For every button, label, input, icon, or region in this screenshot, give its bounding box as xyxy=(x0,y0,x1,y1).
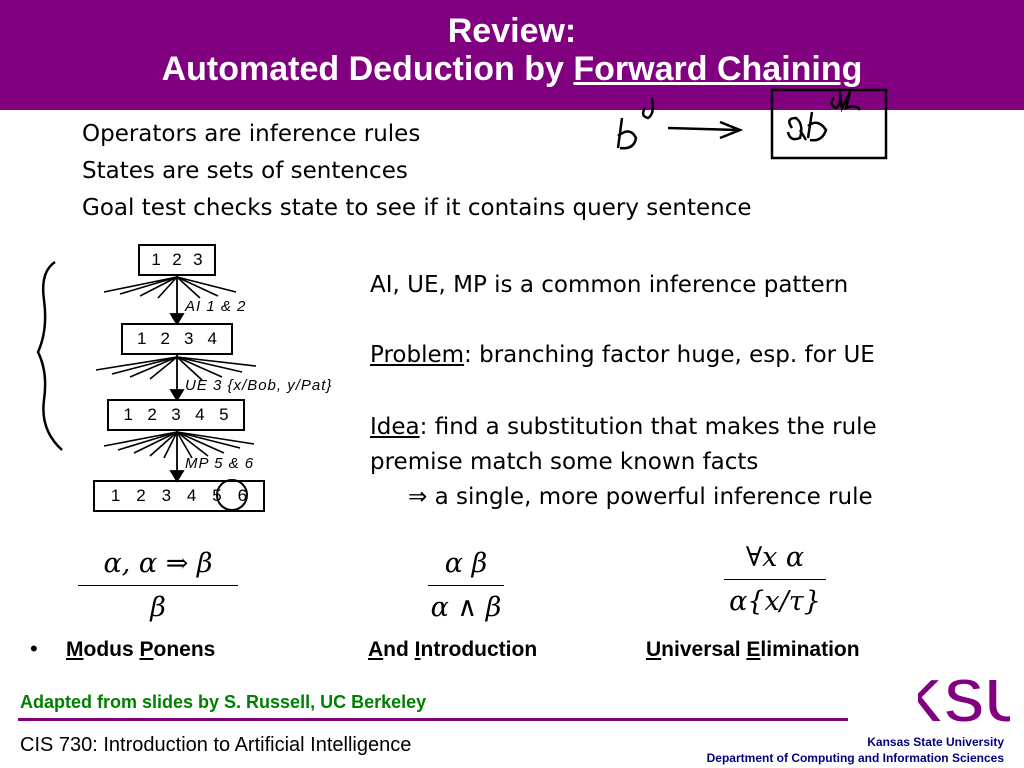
branch-fan-2 xyxy=(95,356,257,381)
bullet-item: States are sets of sentences xyxy=(82,158,408,184)
pattern-text: AI, UE, MP is a common inference pattern xyxy=(370,272,849,298)
credit-line: Adapted from slides by S. Russell, UC Be… xyxy=(20,692,427,712)
idea-line3: ⇒ a single, more powerful inference rule xyxy=(408,484,873,510)
idea-line2: premise match some known facts xyxy=(370,449,759,475)
bullet-item: Goal test checks state to see if it cont… xyxy=(82,195,752,221)
title-prefix: Automated Deduction by xyxy=(161,50,574,88)
step-label-ue: UE 3 {x/Bob, y/Pat} xyxy=(185,377,333,394)
bullet-item: Operators are inference rules xyxy=(82,121,421,147)
title-underlined: Forward Chaining xyxy=(573,50,863,88)
title-line1: Review: xyxy=(447,12,577,50)
branch-fan-1 xyxy=(103,276,237,299)
idea-text: Idea: find a substitution that makes the… xyxy=(370,414,877,440)
bullet-list: Operators are inference rules States are… xyxy=(82,116,752,227)
rule-name-modus-ponens: Modus Ponens xyxy=(66,638,216,661)
slide-title: Review: Automated Deduction by Forward C… xyxy=(0,12,1024,88)
problem-text: Problem: branching factor huge, esp. for… xyxy=(370,342,875,368)
step-label-mp: MP 5 & 6 xyxy=(185,455,255,472)
title-line2: Automated Deduction by Forward Chaining xyxy=(0,50,1024,88)
formula-universal-elimination: ∀x α α{x/τ} xyxy=(724,542,826,617)
footer-divider xyxy=(18,718,848,721)
curly-brace xyxy=(36,260,63,451)
ksu-logo: KSU xyxy=(918,666,1010,732)
handwritten-annotation xyxy=(616,88,888,160)
branch-fan-3 xyxy=(103,431,255,459)
formula-modus-ponens: α, α ⇒ β β xyxy=(78,548,238,623)
bullet-dot: • xyxy=(30,636,38,661)
title-banner xyxy=(0,0,1024,110)
course-title: CIS 730: Introduction to Artificial Inte… xyxy=(20,734,412,756)
step-label-ai: AI 1 & 2 xyxy=(185,298,247,315)
rule-name-universal-elimination: Universal Elimination xyxy=(646,638,860,661)
svg-text:KSU: KSU xyxy=(918,667,1010,732)
university-info: Kansas State University Department of Co… xyxy=(707,734,1004,766)
university-name: Kansas State University xyxy=(867,735,1004,749)
rule-name-and-introduction: And Introduction xyxy=(368,638,538,661)
formula-and-introduction: α β α ∧ β xyxy=(428,548,504,623)
diagram-arrows xyxy=(169,275,185,483)
department-name: Department of Computing and Information … xyxy=(706,751,1004,765)
